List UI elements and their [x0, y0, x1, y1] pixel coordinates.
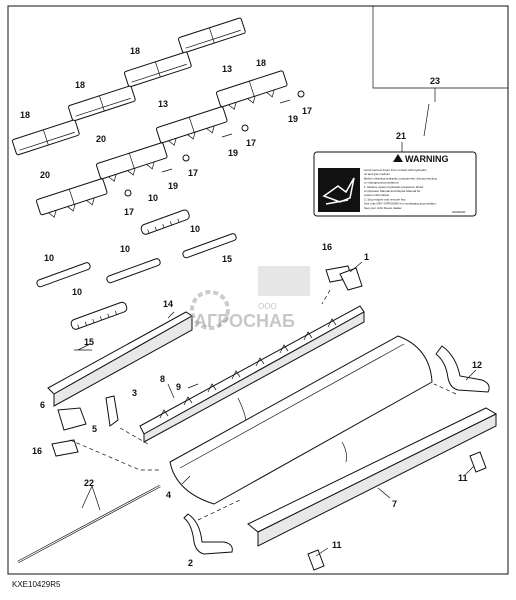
warning-text-line: Avoid serious injury from contact with h… [364, 168, 427, 172]
callout-19: 19 [168, 181, 178, 191]
leader-lines [77, 103, 477, 557]
callout-8: 8 [160, 374, 165, 384]
callout-19: 19 [228, 148, 238, 158]
bracket-1 [339, 267, 363, 291]
callout-11: 11 [458, 473, 468, 483]
warning-label-21: WARNING Avoid serious injury from contac… [313, 151, 477, 217]
callout-19: 19 [288, 114, 298, 124]
callout-17: 17 [302, 106, 312, 116]
watermark-prefix: ООО [258, 302, 277, 311]
callouts: 18 18 18 18 13 13 20 20 17 17 17 17 19 1… [20, 46, 482, 568]
watermark-name: АГРОСНАБ [194, 311, 295, 331]
warning-text-line: 1. Relieve system hydraulic pressures. R… [364, 185, 424, 189]
callout-18: 18 [130, 46, 140, 56]
warning-text-line: 2. Stop engine and remove key. [364, 197, 406, 201]
callout-12: 12 [472, 360, 482, 370]
bracket-2 [183, 513, 233, 555]
watermark: ООО АГРОСНАБ [190, 266, 310, 331]
hardware-washers [124, 90, 305, 197]
callout-17: 17 [188, 168, 198, 178]
callout-13: 13 [158, 99, 168, 109]
warning-title: WARNING [405, 154, 449, 164]
frame-border [7, 5, 509, 575]
callout-10: 10 [44, 253, 54, 263]
warning-text-line: Use only DRY NITROGEN for recharging acc… [364, 202, 437, 206]
callout-3: 3 [132, 388, 137, 398]
bracket-12 [435, 345, 490, 393]
callout-1: 1 [364, 252, 369, 262]
assembly-lines [69, 289, 457, 521]
callout-10: 10 [72, 287, 82, 297]
callout-23: 23 [430, 76, 440, 86]
callout-2: 2 [188, 558, 193, 568]
warning-text-line: oil and gas medium. [364, 172, 391, 176]
callout-7: 7 [392, 499, 397, 509]
callout-10: 10 [120, 244, 130, 254]
callout-10: 10 [190, 224, 200, 234]
callout-16: 16 [32, 446, 42, 456]
callout-14: 14 [163, 299, 173, 309]
bracket-6 [57, 407, 87, 431]
angle-bar-14 [47, 311, 193, 407]
warning-text-line: See your John Deere dealer. [364, 206, 402, 210]
callout-13: 13 [222, 64, 232, 74]
callout-17: 17 [124, 207, 134, 217]
warning-text-line: or changing accumulators. [364, 181, 399, 185]
callout-11: 11 [332, 540, 342, 550]
strips-10 [36, 209, 237, 330]
callout-18: 18 [20, 110, 30, 120]
callout-18: 18 [75, 80, 85, 90]
warning-text-line: Before cleaning hydraulic components, di… [364, 176, 437, 180]
callout-18: 18 [256, 58, 266, 68]
segment-plates [12, 17, 288, 218]
callout-9: 9 [176, 382, 181, 392]
callout-17: 17 [246, 138, 256, 148]
callout-10: 10 [148, 193, 158, 203]
callout-20: 20 [40, 170, 50, 180]
rod-22 [17, 484, 161, 564]
bottom-bar-7 [247, 407, 498, 547]
warning-text-line: system information. [364, 193, 390, 197]
figure-reference-code: KXE10429R5 [12, 580, 61, 589]
callout-21: 21 [396, 131, 406, 141]
callout-15: 15 [84, 337, 94, 347]
frame-inset-23 [372, 6, 508, 89]
callout-22: 22 [84, 478, 94, 488]
callout-15: 15 [222, 254, 232, 264]
curved-pan-4 [169, 335, 433, 505]
clip-11 [307, 451, 487, 571]
warning-part-number: 00000000 [452, 210, 466, 214]
callout-16: 16 [322, 242, 332, 252]
callout-4: 4 [166, 490, 171, 500]
warning-text-line: to Operator Manual and Repair Manual for [364, 189, 420, 193]
bracket-3 [105, 395, 119, 427]
toothed-bar-8 [139, 305, 365, 443]
callout-20: 20 [96, 134, 106, 144]
callout-6: 6 [40, 400, 45, 410]
callout-5: 5 [92, 424, 97, 434]
warning-text-block: Avoid serious injury from contact with h… [364, 168, 437, 210]
